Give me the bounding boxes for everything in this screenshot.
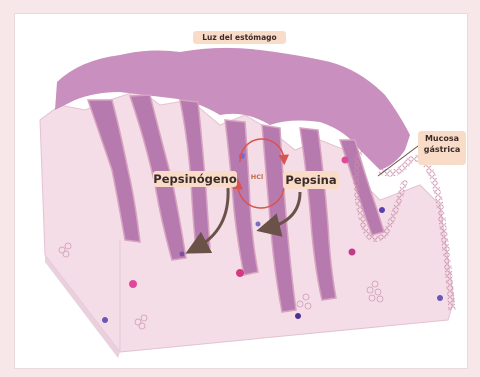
cell: [349, 249, 356, 256]
cell: [236, 269, 244, 277]
cell: [256, 222, 261, 227]
cell: [102, 317, 108, 323]
lumen-label: Luz del estómago: [193, 31, 286, 44]
cell: [342, 157, 349, 164]
cell: [379, 207, 385, 213]
mucosa-label-line2: gástrica: [418, 144, 466, 155]
mucosa-label: Mucosa gástrica: [418, 131, 466, 165]
cell: [129, 280, 137, 288]
cell: [437, 295, 443, 301]
pepsinogen-label: Pepsinógeno: [153, 171, 237, 187]
mucosa-label-line1: Mucosa: [418, 133, 466, 144]
cell: [180, 252, 185, 257]
hcl-label: HCl: [246, 170, 268, 184]
pepsin-label: Pepsina: [283, 171, 339, 189]
cell: [295, 313, 301, 319]
